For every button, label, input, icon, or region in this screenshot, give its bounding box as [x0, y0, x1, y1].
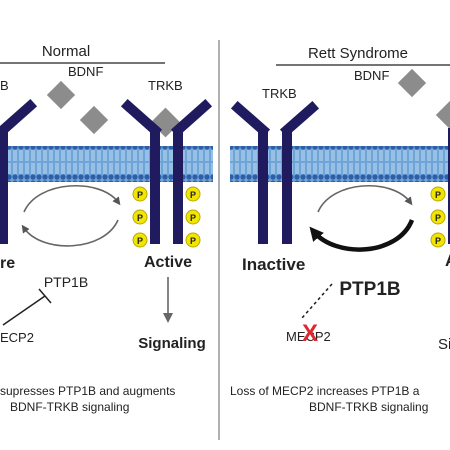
left-bdnf-ligand-free-2 [79, 105, 109, 135]
right-bdnf-label: BDNF [354, 68, 389, 83]
svg-text:P: P [435, 190, 441, 200]
right-mecp2-loss-mark: X [302, 320, 318, 347]
right-phosphate-groups: P P P [430, 186, 446, 248]
svg-text:P: P [190, 213, 196, 223]
left-bdnf-ligand-free-1 [46, 80, 76, 110]
right-inactive-label: Inactive [242, 255, 305, 274]
svg-text:P: P [190, 190, 196, 200]
left-trkb-label-partial: B [0, 78, 9, 93]
right-bdnf-ligand-free-2 [435, 100, 450, 130]
left-bdnf-label: BDNF [68, 64, 103, 79]
left-ptp1b-label: PTP1B [44, 274, 88, 290]
right-activation-cycle [309, 185, 415, 252]
right-bdnf-ligand-free-1 [397, 68, 427, 98]
right-dephosphorylation-arrow [309, 219, 415, 252]
left-trkb-label: TRKB [148, 78, 183, 93]
left-inhibition-line [2, 295, 46, 326]
svg-text:P: P [137, 236, 143, 246]
left-signaling-label: Signaling [138, 335, 206, 352]
right-active-label-partial: A [445, 251, 450, 270]
svg-text:P: P [137, 190, 143, 200]
right-panel: Rett Syndrome TRKB BDNF P P P [230, 45, 450, 414]
svg-text:P: P [435, 213, 441, 223]
left-panel: Normal B BDNF TRKB P P P [0, 43, 213, 414]
right-mecp2-label: MECP2 [286, 329, 331, 344]
right-caption-line-2: BDNF-TRKB signaling [309, 400, 428, 414]
left-caption-line-1: supresses PTP1B and augments [0, 384, 175, 398]
right-signaling-label-partial: Si [438, 336, 450, 353]
right-caption-line-1: Loss of MECP2 increases PTP1B a [230, 384, 420, 398]
left-activation-cycle [21, 185, 121, 247]
left-active-trkb-receptor [120, 98, 213, 244]
right-active-trkb-receptor-partial [448, 128, 450, 244]
left-inhibition-bar [38, 288, 52, 304]
right-ptp1b-label: PTP1B [339, 279, 400, 300]
svg-text:P: P [137, 213, 143, 223]
right-lost-inhibition-line [301, 283, 333, 319]
right-trkb-label: TRKB [262, 86, 297, 101]
right-inactive-trkb-receptor [230, 100, 320, 244]
left-phosphate-groups: P P P P P P [132, 186, 201, 248]
left-inactive-trkb-receptor [0, 98, 38, 244]
left-active-label: Active [144, 254, 192, 271]
svg-text:P: P [190, 236, 196, 246]
left-inactive-label: re [0, 255, 15, 272]
left-panel-title: Normal [42, 43, 90, 60]
left-caption-line-2: BDNF-TRKB signaling [10, 400, 129, 414]
svg-text:P: P [435, 236, 441, 246]
left-mecp2-label: ECP2 [0, 330, 34, 345]
right-panel-title: Rett Syndrome [308, 45, 408, 62]
